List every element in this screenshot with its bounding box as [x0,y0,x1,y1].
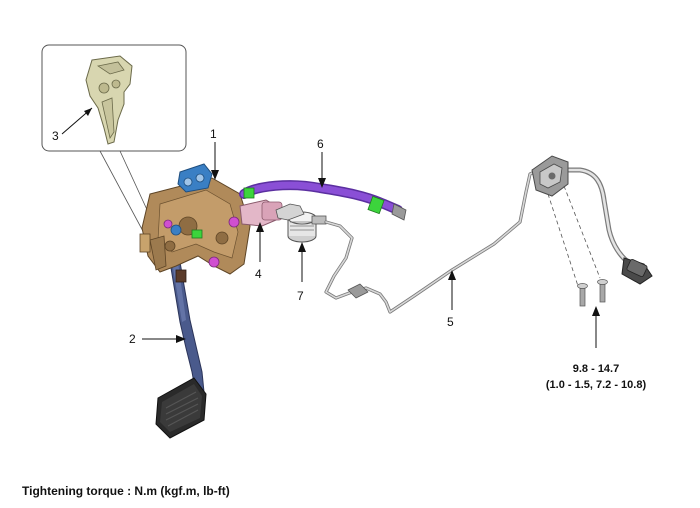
clutch-tube [324,166,546,314]
mounting-dashed-lines [547,185,601,287]
callout-6: 6 [317,137,326,188]
callout-3-arrowhead [84,108,92,116]
callout-4-label: 4 [255,267,262,281]
bracket-fitting [531,155,569,197]
magenta-fittings [163,216,240,268]
callout-7-label: 7 [297,289,304,303]
clutch-reservoir-connector [275,203,327,243]
callout-1-label: 1 [210,127,217,141]
callout-6-label: 6 [317,137,324,151]
clutch-pedal-arm [169,261,205,395]
callout-3-label: 3 [52,129,59,143]
callout-2-label: 2 [129,332,136,346]
callout-4: 4 [255,222,264,281]
torque-value-nm: 9.8 - 14.7 [573,363,619,375]
callout-2: 2 [129,332,186,346]
clutch-pedal-pad [155,377,207,439]
green-clip-pedal [191,229,203,239]
mounting-bolts [577,279,608,307]
reservoir-hose [239,180,407,221]
torque-spec: 9.8 - 14.7 (1.0 - 1.5, 7.2 - 10.8) [546,306,647,391]
callout-5: 5 [447,270,456,329]
detail-inset: 3 [41,44,187,152]
release-cylinder-line [551,167,631,265]
quick-connector [621,257,653,285]
callout-7: 7 [297,242,306,303]
callout-1: 1 [210,127,219,180]
blue-mounting-parts [170,163,213,236]
pedal-bracket [139,177,251,283]
torque-value-alt-units: (1.0 - 1.5, 7.2 - 10.8) [546,379,647,391]
tightening-torque-caption: Tightening torque : N.m (kgf.m, lb-ft) [22,484,230,498]
inset-switch-part [85,55,133,145]
clutch-master-cylinder [239,199,283,227]
callout-5-label: 5 [447,315,454,329]
